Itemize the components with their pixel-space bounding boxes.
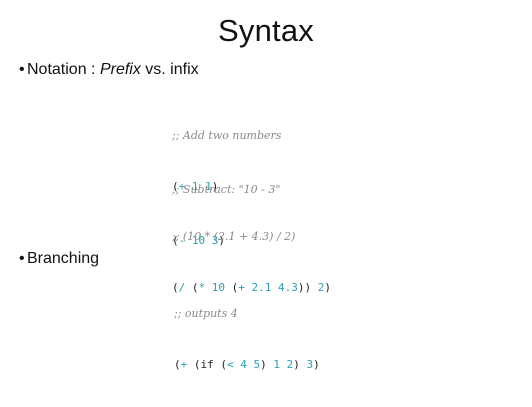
code-number: 4 [240,358,247,371]
code-token: (if [193,358,214,371]
code-space [280,358,287,371]
bullet-notation-text: Notation : [27,61,100,78]
code-token: )) [297,281,312,294]
bullet-marker: • [19,61,25,78]
code-number: 10 [211,281,225,294]
code-number: 1 [273,358,280,371]
code-token: ( [172,234,179,247]
code-block-subtract: ;; Subtract: "10 - 3" (- 10 3) [172,147,280,283]
code-operator: + [238,281,245,294]
code-token: ) [211,180,219,193]
code-number: 1 [205,180,212,193]
code-number: 1 [191,180,199,193]
code-number: 4.3 [278,281,298,294]
code-token: ( [191,281,199,294]
code-token: ) [313,358,320,371]
code-line: (+ 1 1) [172,178,281,195]
code-operator: + [178,180,186,193]
code-space [300,358,307,371]
code-operator: < [227,358,234,371]
code-number: 10 [191,234,206,247]
code-block-branching: ;; outputs 4 (+ (if (< 4 5) 1 2) 3) [174,271,320,407]
code-token: ) [260,358,267,371]
bullet-notation: •Notation : Prefix vs. infix [19,61,199,79]
code-comment: ;; Subtract: "10 - 3" [172,183,281,196]
bullet-notation-text-after: vs. infix [140,61,199,78]
code-number: 2 [286,358,294,371]
bullet-notation-emphasis: Prefix [99,61,141,78]
code-number: 5 [253,358,261,371]
code-line: (/ (* 10 (+ 2.1 4.3)) 2) [172,279,331,296]
code-line: (+ (if (< 4 5) 1 2) 3) [174,356,320,373]
code-token: ) [293,358,300,371]
code-comment: ;; outputs 4 [174,307,238,320]
code-space [247,358,254,371]
bullet-marker: • [19,250,25,267]
code-comment: ;; Add two numbers [172,129,282,142]
slide-title: Syntax [218,13,314,48]
code-operator: / [178,281,186,294]
code-line: (- 10 3) [172,232,280,249]
code-operator: * [198,281,206,294]
code-block-add: ;; Add two numbers (+ 1 1) [172,93,281,229]
code-token: ( [220,358,227,371]
code-token: ( [231,281,239,294]
code-token: ( [174,358,181,371]
code-operator: - [178,234,186,247]
code-token: ( [172,281,179,294]
code-number: 2.1 [251,281,272,294]
code-token: ( [172,180,179,193]
bullet-branching: •Branching [19,250,99,268]
code-token: ) [324,281,331,294]
code-number: 3 [306,358,314,371]
code-operator: + [180,358,188,371]
code-comment: ;; (10 * (2.1 + 4.3) / 2) [172,230,296,243]
bullet-branching-text: Branching [27,250,100,267]
code-number: 2 [317,281,325,294]
code-number: 3 [211,234,219,247]
code-space [187,358,194,371]
code-block-compound: ;; (10 * (2.1 + 4.3) / 2) (/ (* 10 (+ 2.… [172,194,331,330]
code-token: ) [218,234,225,247]
